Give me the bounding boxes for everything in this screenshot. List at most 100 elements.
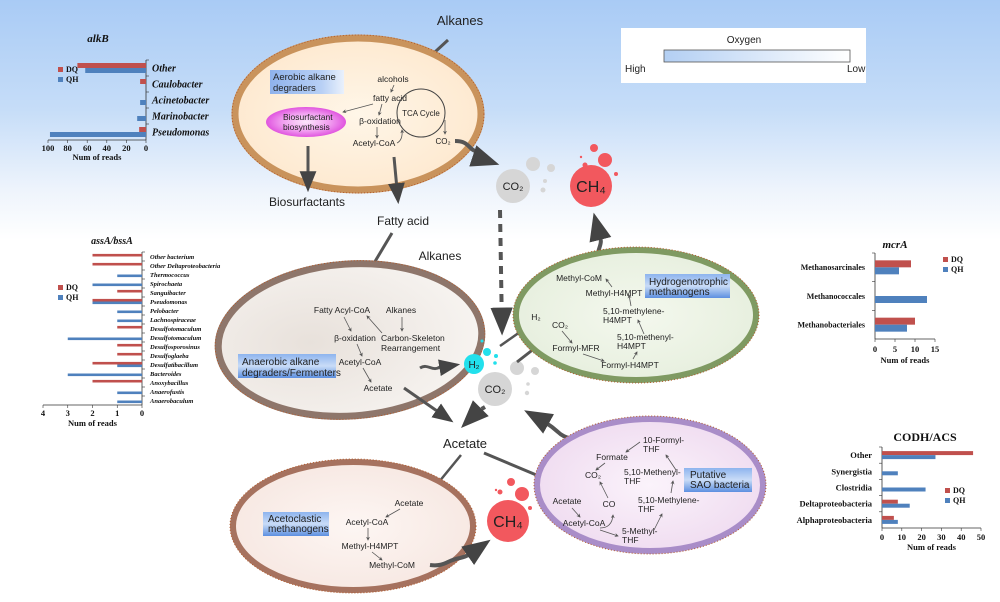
node-10-formyl-thf: 10-Formyl- THF xyxy=(643,435,686,454)
bar-qh xyxy=(117,400,142,404)
bar-qh xyxy=(117,319,142,323)
node-methenyl-thf: 5,10-Methenyl- THF xyxy=(624,467,683,486)
category-label: Pseudomonas xyxy=(150,299,188,306)
node-acetyl-coa-sao: Acetyl-CoA xyxy=(563,518,606,528)
bar-dq xyxy=(140,79,146,84)
bar-qh xyxy=(140,100,146,105)
anaerobic-cell: Anaerobic alkane degraders/Fermenters Fa… xyxy=(214,260,486,420)
node-carbon-skeleton-rearrangement: Carbon-Skeleton Rearrangement xyxy=(381,333,447,353)
chart-alkB: alkBOtherCaulobacterAcinetobacterMarinob… xyxy=(42,33,210,162)
category-label: Methanosarcinales xyxy=(801,263,865,272)
category-label: Thermococcus xyxy=(150,272,190,279)
bar-qh xyxy=(117,364,142,368)
x-tick-label: 4 xyxy=(41,408,46,418)
x-tick-label: 10 xyxy=(898,532,907,542)
category-label: Alphaproteobacteria xyxy=(797,515,873,525)
bar-qh xyxy=(882,503,910,508)
co2-release-arrow xyxy=(454,139,500,167)
chart-mcrA: mcrAMethanosarcinalesMethanococcalesMeth… xyxy=(797,239,964,365)
node-beta-oxidation-anaerobic: β-oxidation xyxy=(334,333,376,343)
legend-swatch-qh xyxy=(943,267,948,272)
category-label: Desulfosporosinus xyxy=(149,344,200,351)
category-label: Other Deltaproteobacteria xyxy=(150,263,221,270)
category-label: Other bacterium xyxy=(150,254,194,261)
sao-cell-title: Putative SAO bacteria xyxy=(690,470,750,491)
bar-qh xyxy=(882,487,926,492)
node-formate: Formate xyxy=(596,452,628,462)
hydrogenotrophic-cell-title: Hydrogenotrophic methanogens xyxy=(649,277,731,298)
node-acetyl-coa-anaerobic: Acetyl-CoA xyxy=(339,357,382,367)
bar-qh xyxy=(117,391,142,395)
biosurfactants-label: Biosurfactants xyxy=(269,195,345,209)
category-label: Marinobacter xyxy=(151,112,209,123)
category-label: Caulobacter xyxy=(152,80,203,91)
bar-dq xyxy=(882,499,898,504)
bar-dq xyxy=(875,317,915,325)
svg-text:CH₄: CH₄ xyxy=(493,514,523,531)
oxygen-high-label: High xyxy=(625,64,646,75)
x-axis-label: Num of reads xyxy=(907,542,957,552)
legend-swatch-qh xyxy=(58,77,63,82)
category-label: Spirochaeta xyxy=(150,281,183,288)
alkanes-mid-label: Alkanes xyxy=(419,249,462,263)
legend-swatch-qh xyxy=(945,498,950,503)
node-beta-oxidation: β-oxidation xyxy=(359,116,401,126)
legend-label-qh: QH xyxy=(953,496,966,505)
category-label: Other xyxy=(850,450,872,460)
alkanes-top-label: Alkanes xyxy=(437,13,484,28)
chart-title: CODH/ACS xyxy=(893,430,957,444)
bar-qh xyxy=(882,519,898,524)
bar-qh xyxy=(117,274,142,278)
bar-qh xyxy=(67,373,142,377)
category-label: Desulfotomaculum xyxy=(149,335,201,342)
bar-qh xyxy=(875,267,899,275)
category-label: Anoxybacillus xyxy=(149,380,189,387)
bar-qh xyxy=(49,132,146,137)
bar-qh xyxy=(117,310,142,314)
biosurfactant-biosynthesis-oval xyxy=(266,107,346,137)
chart-title: mcrA xyxy=(882,239,907,251)
category-label: Acinetobacter xyxy=(151,96,209,107)
biosurfactant-biosynthesis-label: Biosurfactant biosynthesis xyxy=(283,112,335,132)
ch4-bubble-bottom: CH₄ xyxy=(487,478,532,542)
bar-qh xyxy=(875,324,907,332)
node-acetyl-coa: Acetyl-CoA xyxy=(353,138,396,148)
fatty-acid-label: Fatty acid xyxy=(377,214,429,228)
bar-dq xyxy=(92,298,142,302)
aerobic-cell: Aerobic alkane degraders Biosurfactant b… xyxy=(231,34,485,194)
x-tick-label: 0 xyxy=(873,344,877,354)
bar-dq xyxy=(117,343,142,347)
bar-qh xyxy=(92,301,142,305)
oxygen-legend: Oxygen High Low xyxy=(621,28,866,83)
node-methylene-thf: 5,10-Methylene- THF xyxy=(638,495,702,514)
node-5-methyl-thf: 5-Methyl- THF xyxy=(622,526,660,545)
acetoclastic-cell: Acetoclastic methanogens Acetate Acetyl-… xyxy=(229,458,477,594)
x-tick-label: 3 xyxy=(66,408,70,418)
co2-to-acetate-dashed xyxy=(477,405,486,413)
bar-dq xyxy=(117,352,142,356)
fatty-acid-arrow xyxy=(388,156,405,205)
acetoclastic-cell-title: Acetoclastic methanogens xyxy=(268,514,329,535)
legend-swatch-dq xyxy=(58,285,63,290)
x-tick-label: 80 xyxy=(63,143,72,153)
node-methyl-h4mpt: Methyl-H4MPT xyxy=(586,288,643,298)
node-fatty-acid: fatty acid xyxy=(373,93,407,103)
oxygen-low-label: Low xyxy=(847,64,866,75)
bar-dq xyxy=(92,262,142,266)
node-methyl-com: Methyl-CoM xyxy=(556,273,602,283)
x-tick-label: 0 xyxy=(144,143,148,153)
node-tca-cycle: TCA Cycle xyxy=(402,109,440,118)
category-label: Anaerobaculum xyxy=(149,398,193,405)
bar-qh xyxy=(85,68,146,73)
bar-qh xyxy=(882,455,936,460)
x-tick-label: 2 xyxy=(90,408,94,418)
node-formyl-h4mpt: Formyl-H4MPT xyxy=(601,360,659,370)
legend-label-qh: QH xyxy=(66,293,79,302)
node-alkanes: Alkanes xyxy=(386,305,416,315)
x-tick-label: 50 xyxy=(977,532,986,542)
svg-text:H₂: H₂ xyxy=(468,360,479,371)
category-label: Deltaproteobacteria xyxy=(799,499,872,509)
aerobic-cell-title: Aerobic alkane degraders xyxy=(273,72,339,94)
